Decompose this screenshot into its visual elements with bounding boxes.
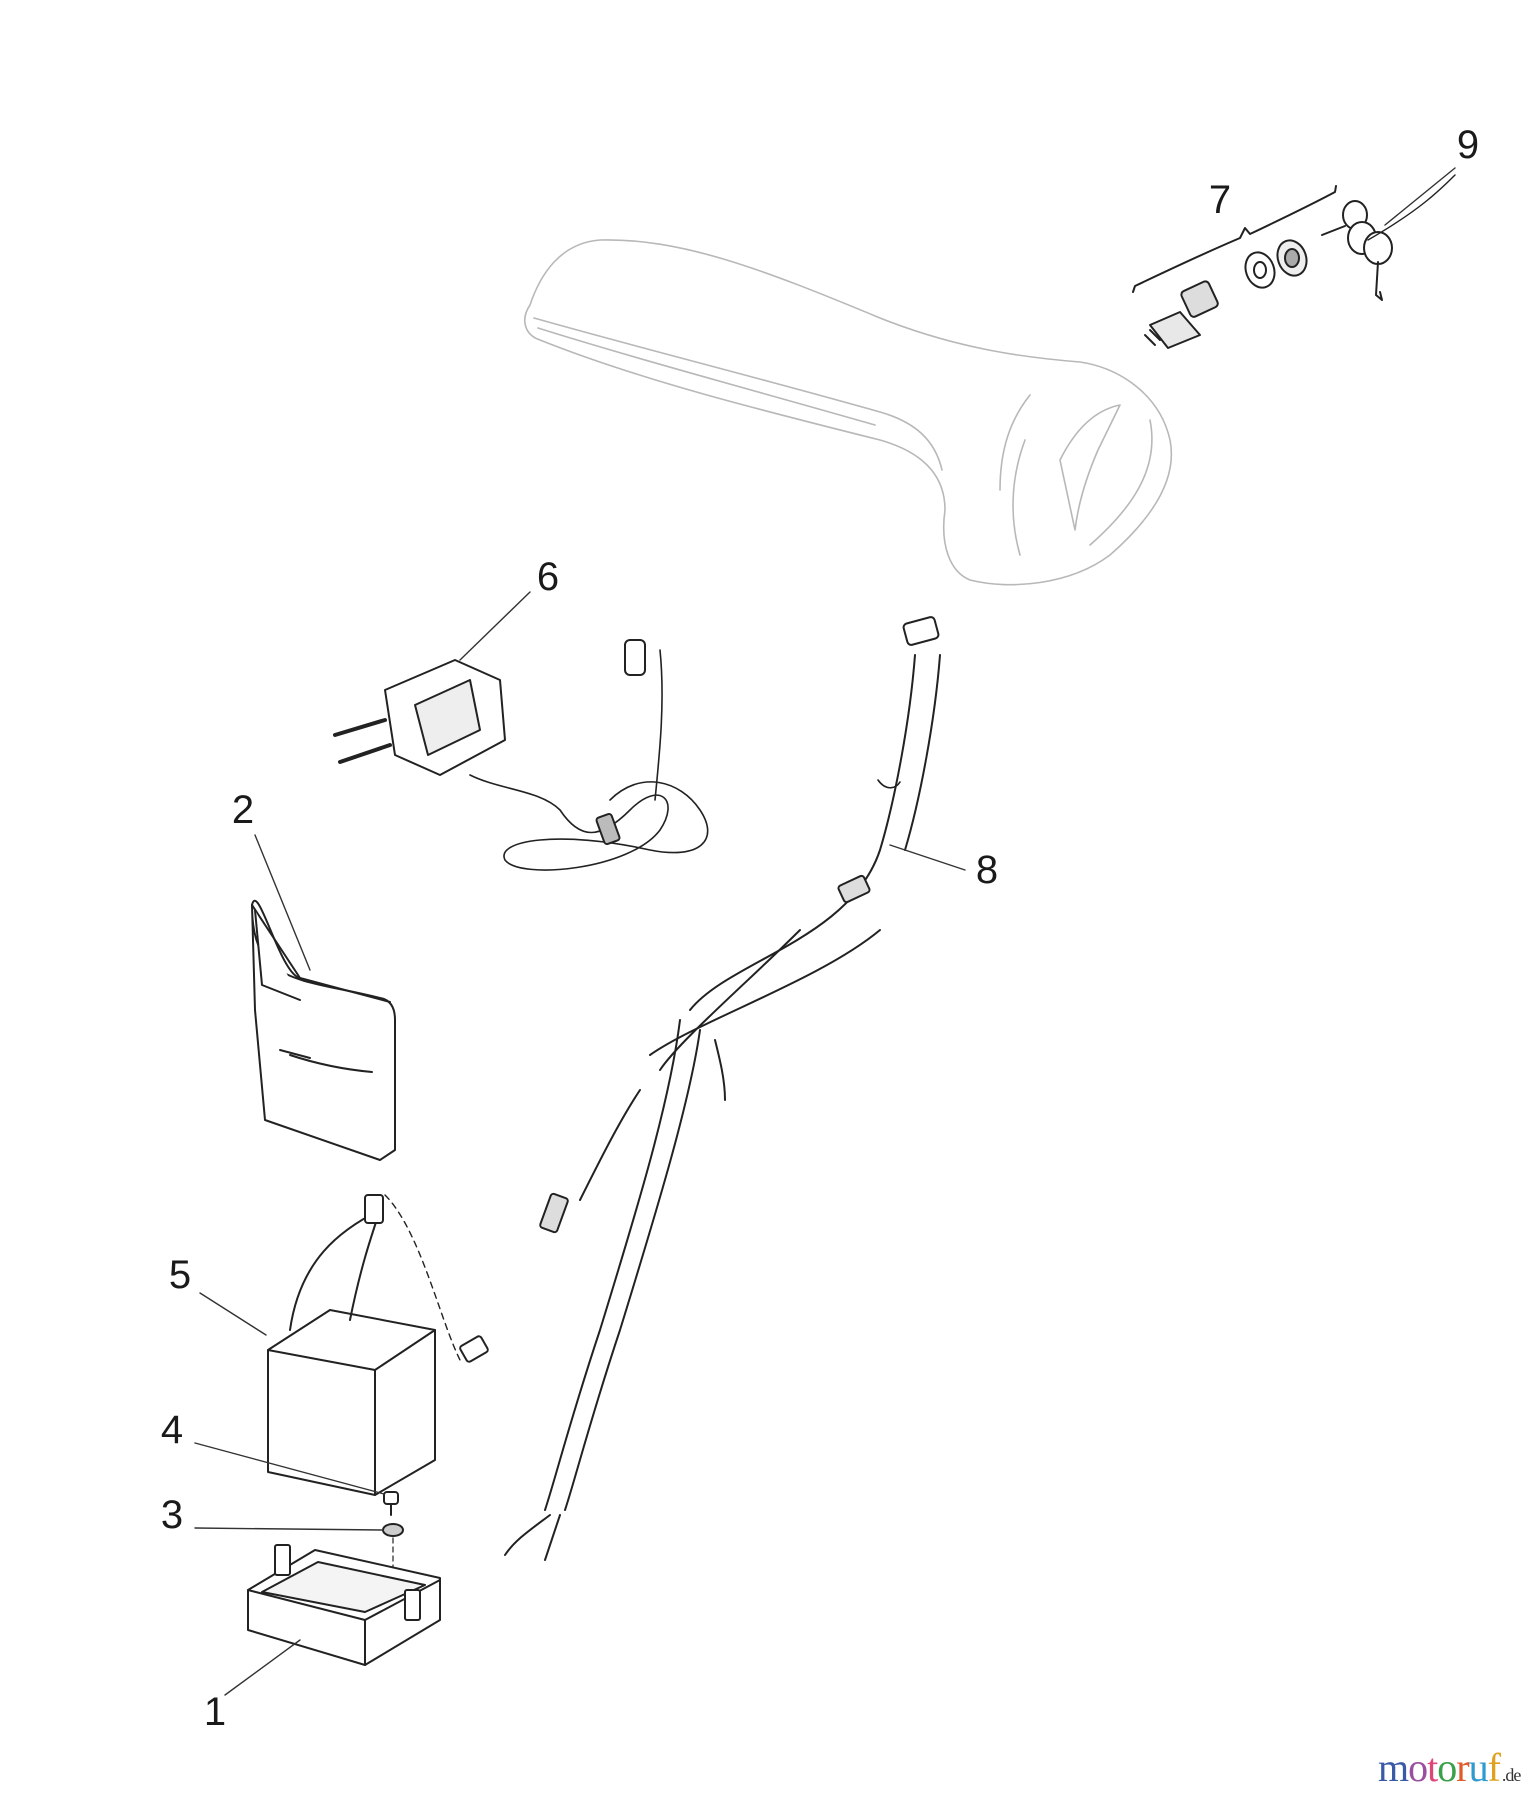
part-number-8: 8	[975, 848, 999, 892]
watermark-letter: t	[1427, 1745, 1438, 1790]
watermark-letter: o	[1437, 1745, 1457, 1790]
part-number-4: 4	[160, 1408, 184, 1452]
part-number-5: 5	[168, 1253, 192, 1297]
watermark-letter: u	[1468, 1745, 1489, 1790]
battery-drawing	[267, 1194, 489, 1496]
leader-line-9	[1384, 167, 1456, 226]
part-number-7: 7	[1208, 178, 1232, 222]
leader-line-6	[459, 591, 531, 661]
watermark-letter: o	[1408, 1745, 1428, 1790]
leader-line-8	[889, 844, 966, 871]
watermark-letter: m	[1378, 1745, 1409, 1790]
handle-cover-drawing	[524, 239, 1173, 586]
keys-drawing	[1321, 174, 1456, 301]
leader-line-1	[224, 1639, 301, 1696]
screw-washer-drawing	[382, 1491, 404, 1601]
battery-tray-drawing	[247, 1544, 441, 1666]
battery-cover-drawing	[251, 900, 396, 1161]
part-number-9: 9	[1456, 123, 1480, 167]
ignition-switch-drawing	[1132, 185, 1337, 349]
watermark-suffix: .de	[1501, 1765, 1521, 1785]
motoruf-watermark: motoruf.de	[1378, 1745, 1521, 1790]
leader-line-3	[194, 1527, 384, 1531]
part-number-3: 3	[160, 1493, 184, 1537]
wiring-harness-drawing	[504, 616, 941, 1561]
leader-lines	[194, 167, 1456, 1696]
leader-line-4	[194, 1442, 385, 1495]
watermark-letter: r	[1456, 1745, 1469, 1790]
leader-line-2	[254, 834, 311, 971]
part-number-2: 2	[231, 788, 255, 832]
part-number-1: 1	[203, 1690, 227, 1734]
part-number-6: 6	[536, 555, 560, 599]
watermark-letter: f	[1487, 1745, 1501, 1790]
leader-line-5	[199, 1292, 267, 1336]
charger-drawing	[333, 639, 709, 871]
